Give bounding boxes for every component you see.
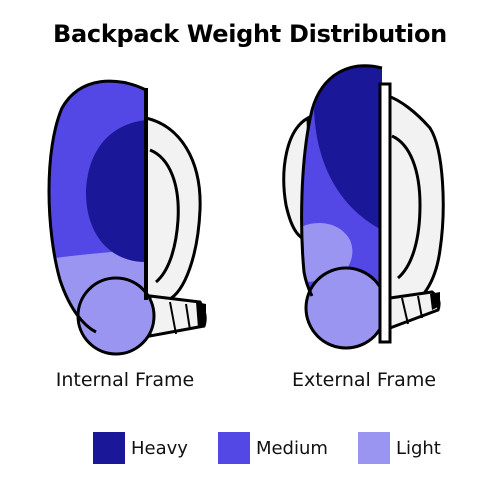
- internal-frame-hipbelt: [148, 294, 207, 338]
- legend-swatch-light: [357, 432, 390, 464]
- legend: Heavy Medium Light: [93, 432, 441, 464]
- internal-bottom-bag: [76, 276, 156, 356]
- legend-label-heavy: Heavy: [131, 437, 188, 459]
- external-bottom-bag: [304, 266, 388, 350]
- legend-label-light: Light: [395, 437, 441, 459]
- diagram-title: Backpack Weight Distribution: [53, 20, 447, 48]
- external-frame-rail: [378, 82, 392, 344]
- external-zone-heavy: [314, 65, 382, 231]
- legend-label-medium: Medium: [255, 437, 328, 459]
- internal-pack-outline: [47, 79, 147, 334]
- caption-external-frame: External Frame: [291, 369, 437, 391]
- external-frame-strap: [386, 93, 445, 312]
- legend-swatch-medium: [217, 432, 250, 464]
- external-frame-backpack: [282, 64, 445, 350]
- legend-swatch-heavy: [93, 432, 125, 464]
- caption-internal-frame: Internal Frame: [55, 369, 195, 391]
- internal-frame-strap-inner: [149, 148, 180, 284]
- internal-frame-backpack: [47, 79, 207, 356]
- legend-item-light: Light: [357, 432, 441, 464]
- internal-frame-strap: [144, 116, 202, 302]
- external-pack-outline: [300, 64, 383, 297]
- external-frame-strap-inner: [391, 134, 422, 280]
- legend-item-heavy: Heavy: [93, 432, 188, 464]
- internal-zone-heavy: [85, 120, 146, 262]
- legend-item-medium: Medium: [217, 432, 328, 464]
